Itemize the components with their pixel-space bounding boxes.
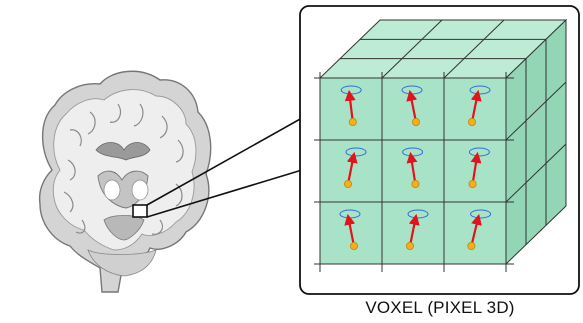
spin-arrow [470, 213, 482, 247]
nucleus-dot [349, 241, 358, 250]
diagram-caption: VOXEL (PIXEL 3D) [365, 298, 515, 317]
cube-grid-line [505, 143, 567, 203]
cube-grid-line [443, 19, 505, 79]
cube-grid-line [381, 19, 443, 79]
nucleus-dot [405, 241, 414, 250]
voxel-selection-square [132, 204, 148, 218]
spin-arrow [344, 89, 356, 123]
nucleus-dot [343, 179, 352, 188]
nucleus-dot [411, 118, 420, 127]
brain-slice-image [38, 70, 212, 293]
spin-arrow [406, 89, 418, 123]
spin-arrow [344, 213, 356, 247]
nucleus-dot [468, 179, 477, 188]
spin-arrow [470, 89, 482, 123]
spin-arrow [346, 151, 358, 185]
voxel-cube [314, 18, 568, 272]
nucleus-dot [348, 118, 357, 127]
zoom-connector-top [146, 117, 303, 206]
cube-grid-line [505, 81, 567, 141]
nucleus-dot [411, 179, 420, 188]
spin-arrow [470, 151, 482, 185]
spin-arrow [408, 213, 420, 247]
nucleus-dot [467, 241, 476, 250]
spin-arrow [406, 151, 418, 185]
nucleus-dot [467, 118, 476, 127]
zoom-connector-bottom [146, 169, 303, 218]
